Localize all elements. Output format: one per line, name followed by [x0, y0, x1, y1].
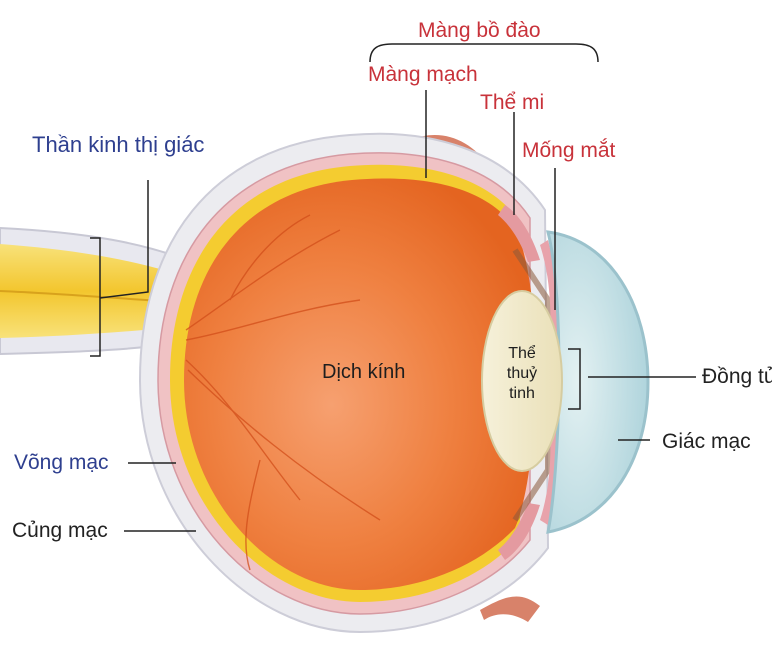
- choroid-label: Màng mạch: [368, 63, 478, 86]
- retinal-vessels: [185, 214, 381, 571]
- lens-label-line-1: Thể: [508, 345, 536, 362]
- leader-lines: [90, 43, 696, 532]
- lens-label-line-3: tinh: [509, 385, 535, 402]
- lens: [481, 290, 563, 472]
- iris-label: Mống mắt: [522, 139, 616, 162]
- vitreous-body: [184, 178, 536, 591]
- uveal-tract-label: Màng bồ đào: [418, 19, 541, 42]
- ciliary-body-label: Thể mi: [480, 91, 545, 114]
- pupil-label: Đồng tử: [702, 365, 772, 388]
- lens-label: Thể thuỷ tinh: [492, 344, 552, 404]
- lens-label-line-2: thuỷ: [506, 365, 538, 382]
- sclera-label: Củng mạc: [12, 519, 108, 542]
- iris: [540, 240, 559, 525]
- vitreous-label: Dịch kính: [322, 361, 406, 383]
- optic-nerve-label: Thần kinh thị giác: [32, 132, 205, 157]
- cornea: [546, 230, 650, 534]
- retina-label: Võng mạc: [14, 451, 109, 474]
- cornea-label: Giác mạc: [662, 430, 751, 453]
